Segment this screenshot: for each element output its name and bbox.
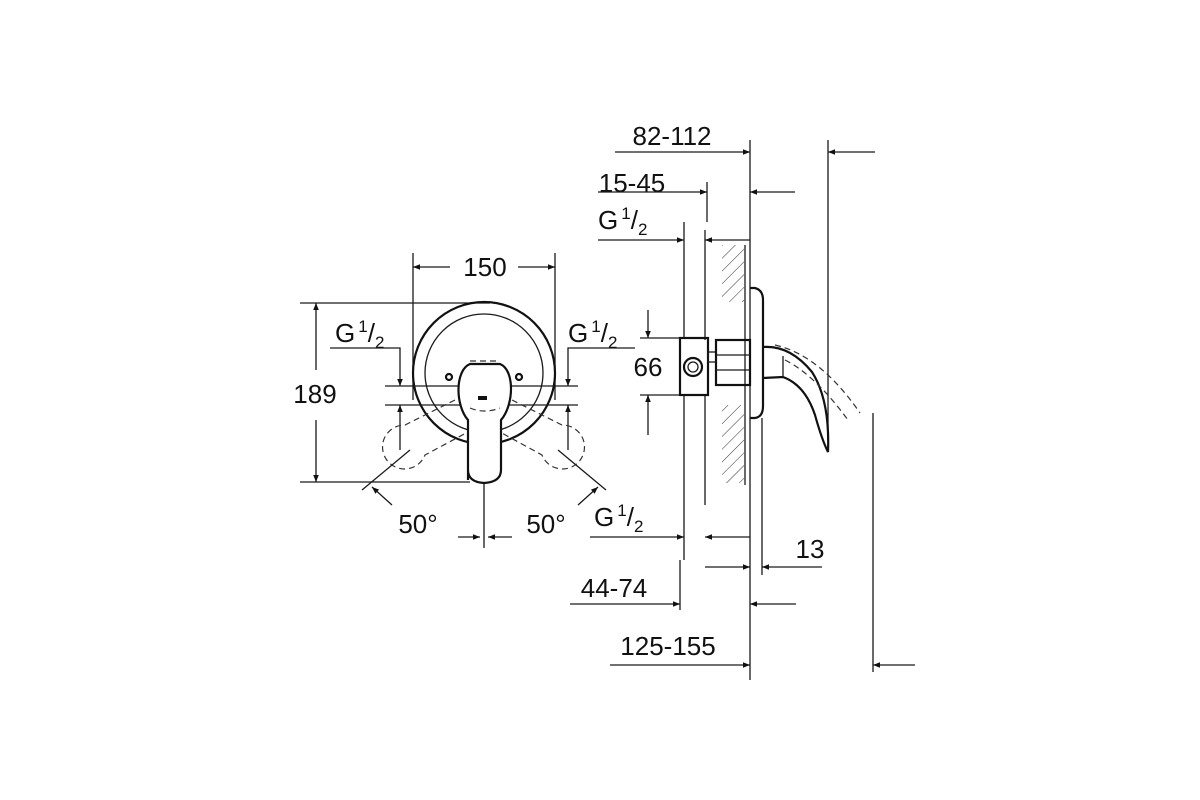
cover-plate: [750, 286, 765, 420]
lever-handle: [457, 362, 512, 485]
wall-hatch: [722, 405, 744, 483]
hidden-edge: [469, 360, 501, 412]
dim-15-45: 15-45: [599, 168, 666, 198]
height-dimension: 189: [293, 379, 336, 409]
angle-label-left: 50°: [398, 509, 437, 539]
handle-rotated-left: [381, 399, 469, 470]
angle-arrow: [577, 486, 599, 506]
leader-arrow: [330, 347, 403, 386]
connection-port-inner: [687, 361, 699, 373]
angle-arrow: [371, 486, 393, 506]
handle-marker: [478, 396, 487, 400]
screw: [514, 372, 524, 382]
valve-body: [678, 336, 710, 397]
dim-44-74: 44-74: [581, 573, 648, 603]
width-dimension: 150: [463, 252, 506, 282]
cartridge-stem: [714, 338, 752, 387]
connection-port: [682, 356, 704, 378]
dim-125-155: 125-155: [620, 631, 715, 661]
dim-82-112: 82-112: [632, 121, 711, 151]
screw: [444, 372, 454, 382]
fitting: [707, 351, 717, 363]
dim-66: 66: [634, 352, 663, 382]
dim-13: 13: [796, 534, 825, 564]
wall-hatch: [722, 245, 744, 302]
lever-side: [762, 345, 830, 453]
leader-arrow: [565, 347, 635, 386]
lever-raised-outline: [784, 359, 849, 421]
angle-line: [361, 449, 411, 491]
angle-line: [557, 449, 607, 491]
angle-label-right: 50°: [526, 509, 565, 539]
handle-rotated-right: [499, 399, 586, 470]
